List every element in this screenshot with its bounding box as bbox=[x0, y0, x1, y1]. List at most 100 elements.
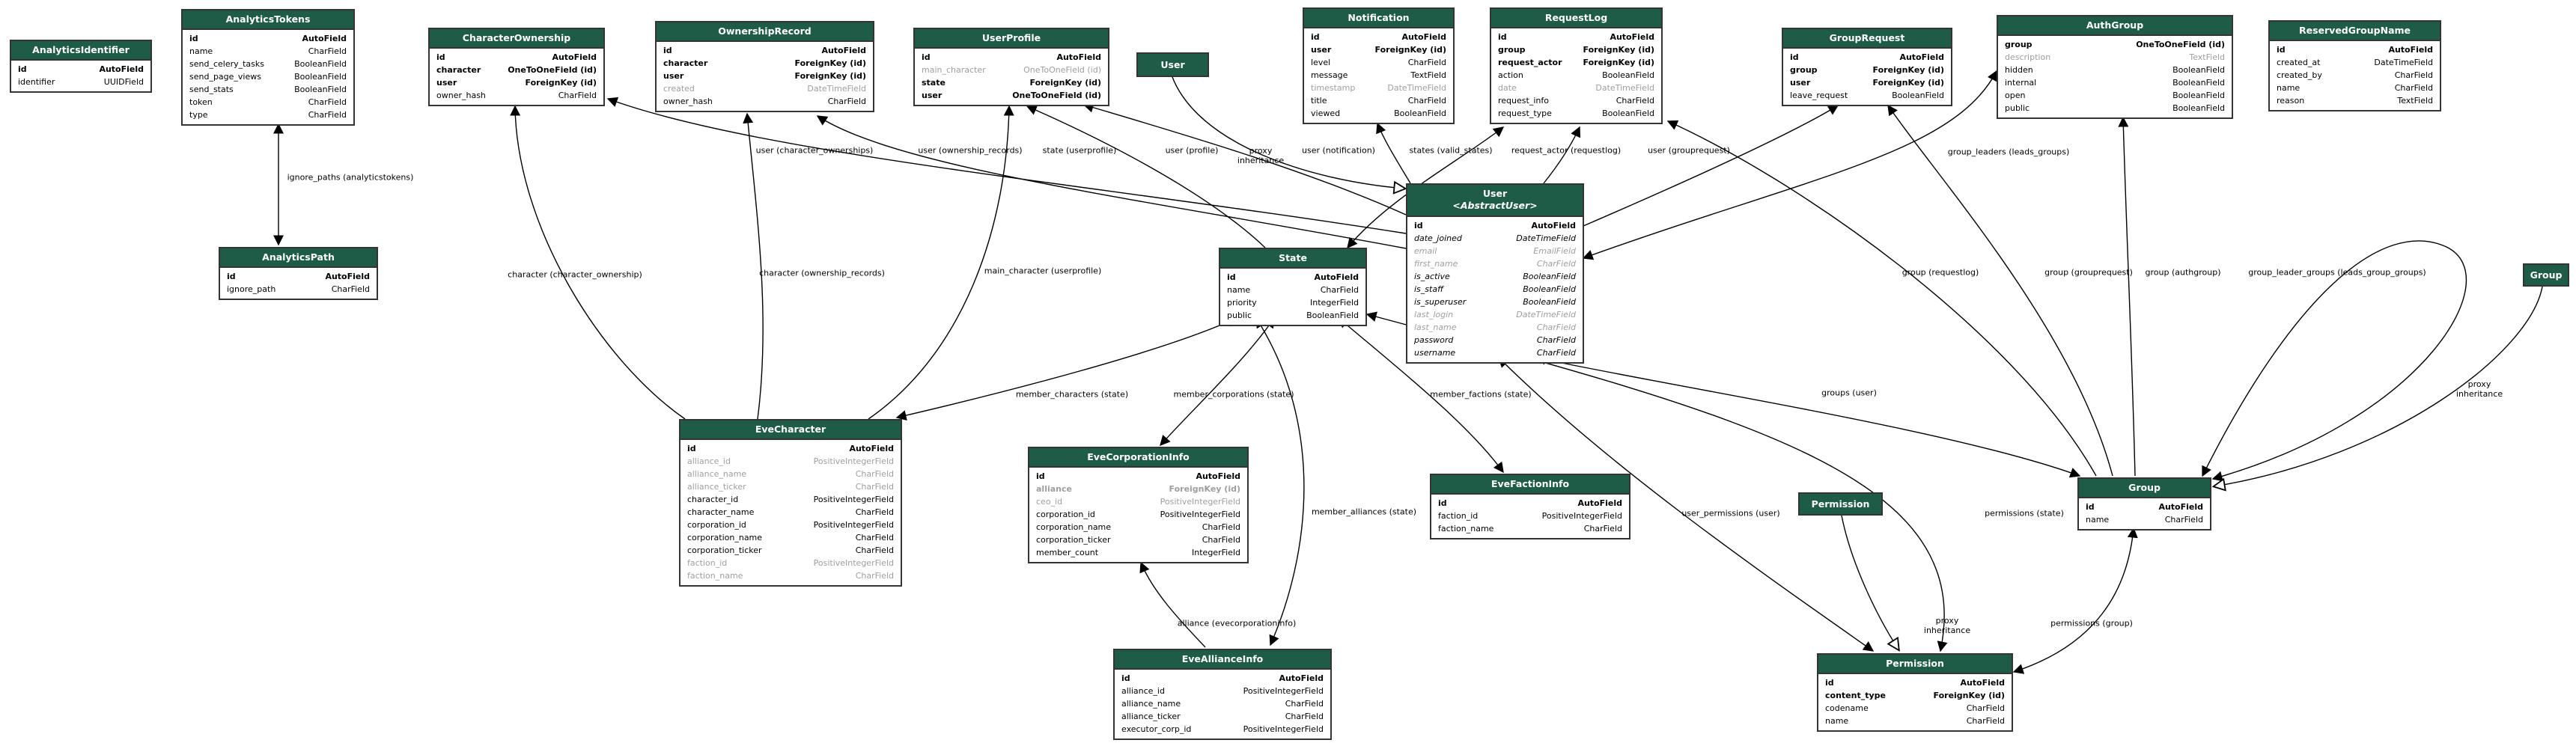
field-name: group bbox=[2005, 40, 2033, 50]
field-name: user bbox=[922, 91, 943, 101]
field-name: viewed bbox=[1311, 108, 1341, 119]
field-type: CharField bbox=[2164, 515, 2203, 525]
field-type: CharField bbox=[855, 469, 894, 480]
field-name: user bbox=[1311, 45, 1332, 55]
model-title: EveCorporationInfo bbox=[1029, 448, 1247, 468]
field-type: OneToOneField (id) bbox=[1023, 65, 1101, 76]
field-type: IntegerField bbox=[1192, 548, 1240, 558]
model-title: User<AbstractUser> bbox=[1407, 185, 1583, 217]
field-name: alliance_name bbox=[1121, 699, 1181, 709]
field-type: CharField bbox=[331, 284, 370, 295]
field-type: ForeignKey (id) bbox=[1583, 45, 1654, 55]
model-title: Permission bbox=[1818, 655, 2012, 675]
model-name: EveFactionInfo bbox=[1491, 478, 1570, 489]
field-row: email EmailField bbox=[1407, 245, 1583, 257]
field-type: PositiveIntegerField bbox=[813, 456, 894, 467]
relationship-edge bbox=[2012, 527, 2138, 674]
field-name: character_id bbox=[687, 495, 739, 505]
relationship-edge bbox=[1026, 105, 1266, 248]
field-name: name bbox=[2086, 515, 2110, 525]
model-title: EveFactionInfo bbox=[1431, 475, 1629, 495]
model-name: UserProfile bbox=[981, 32, 1041, 43]
field-type: TextField bbox=[2189, 52, 2225, 63]
field-type: AutoField bbox=[1531, 220, 1576, 230]
field-name: alliance_ticker bbox=[687, 482, 746, 492]
field-row: viewed BooleanField bbox=[1304, 107, 1453, 120]
field-type: PositiveIntegerField bbox=[1160, 497, 1240, 507]
field-type: PositiveIntegerField bbox=[813, 558, 894, 569]
field-name: level bbox=[1311, 58, 1331, 68]
model-title: GroupRequest bbox=[1783, 29, 1951, 49]
field-type: ForeignKey (id) bbox=[794, 58, 866, 69]
model-name: ReservedGroupName bbox=[2298, 25, 2411, 36]
field-name: leave_request bbox=[1790, 91, 1848, 101]
field-type: BooleanField bbox=[2172, 78, 2225, 88]
field-type: CharField bbox=[2394, 83, 2433, 94]
model-title: AuthGroup bbox=[1998, 16, 2232, 37]
field-type: CharField bbox=[855, 533, 894, 543]
field-name: last_login bbox=[1414, 309, 1454, 319]
relationship-edge bbox=[1582, 70, 1997, 260]
field-type: EmailField bbox=[1533, 245, 1576, 256]
field-name: id bbox=[189, 34, 198, 44]
field-name: date bbox=[1498, 83, 1517, 94]
field-name: id bbox=[1438, 498, 1447, 509]
field-type: AutoField bbox=[1610, 32, 1654, 43]
edge-label: permissions (group) bbox=[2050, 618, 2133, 629]
model-title: AnalyticsIdentifier bbox=[11, 41, 150, 61]
field-type: BooleanField bbox=[1394, 108, 1446, 119]
field-type: PositiveIntegerField bbox=[1160, 510, 1240, 520]
field-name: owner_hash bbox=[436, 91, 486, 101]
field-type: BooleanField bbox=[1602, 108, 1654, 119]
field-name: created bbox=[663, 84, 695, 94]
field-type: BooleanField bbox=[294, 59, 347, 70]
field-name: alliance_name bbox=[687, 469, 747, 480]
field-name: email bbox=[1414, 245, 1437, 256]
field-type: OneToOneField (id) bbox=[1012, 91, 1101, 101]
relationship-edge bbox=[1887, 104, 2113, 477]
relationship-edge bbox=[1139, 561, 1206, 648]
relationship-edge bbox=[1255, 317, 1305, 646]
field-type: AutoField bbox=[1401, 32, 1446, 43]
field-name: corporation_ticker bbox=[687, 545, 762, 556]
edge-label: user (notification) bbox=[1302, 145, 1375, 156]
field-name: reason bbox=[2277, 96, 2305, 106]
field-name: alliance_id bbox=[1121, 686, 1165, 697]
field-name: description bbox=[2005, 52, 2051, 63]
